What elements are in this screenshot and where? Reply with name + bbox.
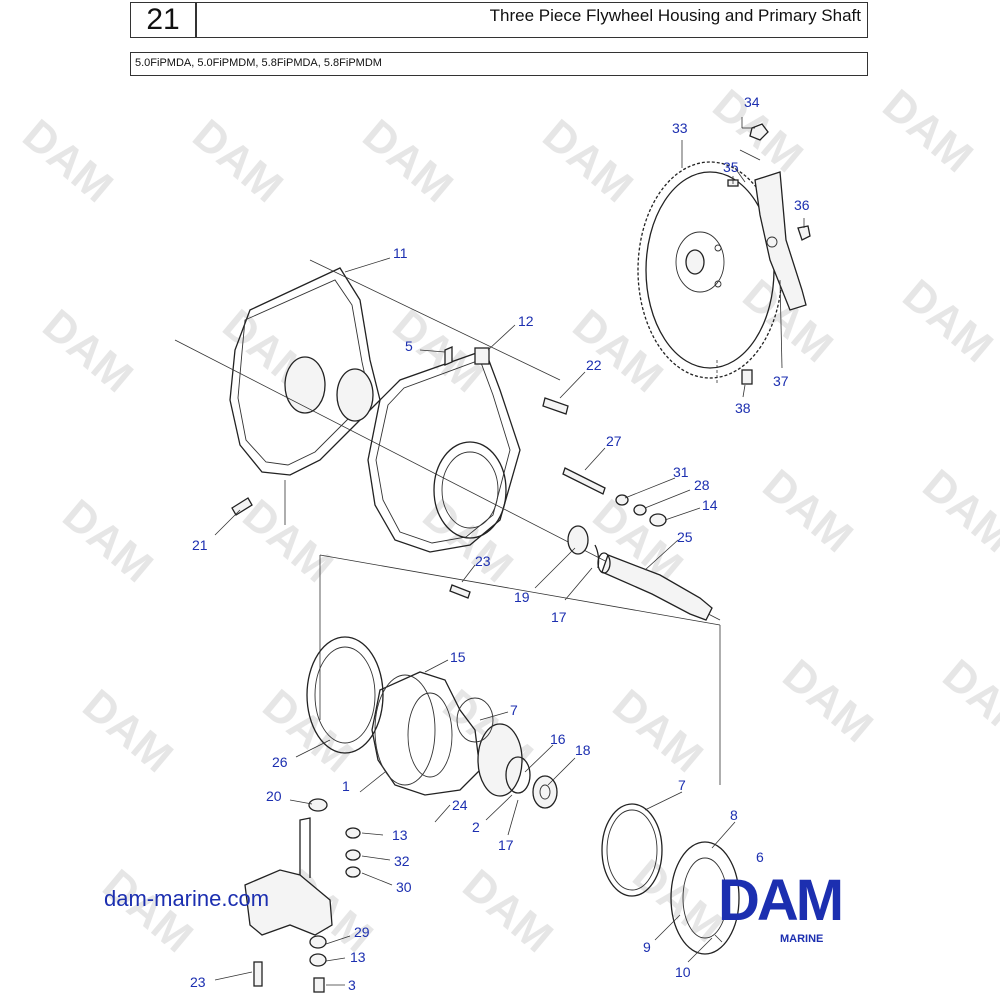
callout-29: 29 [354, 924, 370, 940]
callout-10: 10 [675, 964, 691, 980]
callout-38: 38 [735, 400, 751, 416]
callout-16: 16 [550, 731, 566, 747]
watermark-text: DAM [414, 490, 522, 592]
watermark-text: DAM [454, 860, 562, 962]
watermark-text: DAM [874, 80, 982, 182]
callout-labels: 33 34 35 36 37 38 11 12 5 22 27 31 28 14… [190, 94, 810, 993]
model-list: 5.0FiPMDA, 5.0FiPMDM, 5.8FiPMDA, 5.8FiPM… [130, 52, 868, 76]
callout-14: 14 [702, 497, 718, 513]
callout-2: 2 [472, 819, 480, 835]
watermark-text: DAM [354, 110, 462, 212]
watermark-text: DAM [54, 490, 162, 592]
callout-6: 6 [756, 849, 764, 865]
callout-11: 11 [393, 245, 408, 261]
callout-28: 28 [694, 477, 710, 493]
callout-5: 5 [405, 338, 413, 354]
callout-31: 31 [673, 464, 689, 480]
callout-33: 33 [672, 120, 688, 136]
primary-shaft-drawing [567, 525, 713, 621]
callout-17b: 17 [498, 837, 514, 853]
watermark-text: DAM [74, 680, 182, 782]
callout-7: 7 [510, 702, 518, 718]
callout-30: 30 [396, 879, 412, 895]
callout-23b: 23 [190, 974, 206, 990]
callout-21: 21 [192, 537, 208, 553]
callout-3: 3 [348, 977, 356, 993]
flywheel-housing-adapter-drawing [367, 347, 521, 553]
watermark-text: DAM [934, 650, 1000, 752]
watermark-text: DAM [14, 110, 122, 212]
watermark-text: DAM [604, 680, 712, 782]
page-number: 21 [130, 2, 196, 38]
callout-15: 15 [450, 649, 466, 665]
callout-24: 24 [452, 797, 468, 813]
callout-36: 36 [794, 197, 810, 213]
watermark-text: DAM [254, 680, 362, 782]
callout-12: 12 [518, 313, 534, 329]
callout-18: 18 [575, 742, 591, 758]
callout-19: 19 [514, 589, 530, 605]
watermark-text: DAM [184, 110, 292, 212]
watermark-text: DAM [914, 460, 1000, 562]
callout-32: 32 [394, 853, 410, 869]
callout-13b: 13 [350, 949, 366, 965]
callout-27: 27 [606, 433, 622, 449]
watermark-text: DAM [774, 650, 882, 752]
page-title: Three Piece Flywheel Housing and Primary… [196, 2, 868, 38]
flywheel-housing-plate-drawing [229, 267, 381, 476]
callout-26: 26 [272, 754, 288, 770]
callout-35: 35 [723, 159, 739, 175]
callout-37: 37 [773, 373, 789, 389]
watermark-text: DAM [754, 460, 862, 562]
watermark-text: DAM [894, 270, 1000, 372]
callout-7b: 7 [678, 777, 686, 793]
callout-17: 17 [551, 609, 567, 625]
callout-9: 9 [643, 939, 651, 955]
callout-1: 1 [342, 778, 350, 794]
logo-subtext: MARINE [780, 933, 823, 945]
fasteners-upper-drawing [231, 346, 667, 599]
leader-lines [214, 117, 805, 986]
logo-wordmark: DAM [718, 868, 841, 933]
watermark-text: DAM [534, 110, 642, 212]
bell-housing-gasket-drawing [306, 636, 384, 754]
callout-25: 25 [677, 529, 693, 545]
callout-13: 13 [392, 827, 408, 843]
callout-20: 20 [266, 788, 282, 804]
bell-housing-drawing [371, 671, 558, 809]
engine-mount-bracket-drawing [244, 798, 361, 993]
callout-34: 34 [744, 94, 760, 110]
callout-23: 23 [475, 553, 491, 569]
callout-22: 22 [586, 357, 602, 373]
dam-marine-logo: DAM MARINE [718, 868, 844, 945]
seal-plates-drawing [601, 803, 740, 955]
website-link[interactable]: dam-marine.com [104, 886, 270, 911]
watermark-text: DAM [564, 300, 672, 402]
flex-plate-drawing [734, 149, 807, 311]
watermark-layer: DAM DAM DAM DAM DAM DAM DAM DAM DAM DAM … [14, 80, 1000, 962]
callout-8: 8 [730, 807, 738, 823]
watermark-text: DAM [34, 300, 142, 402]
